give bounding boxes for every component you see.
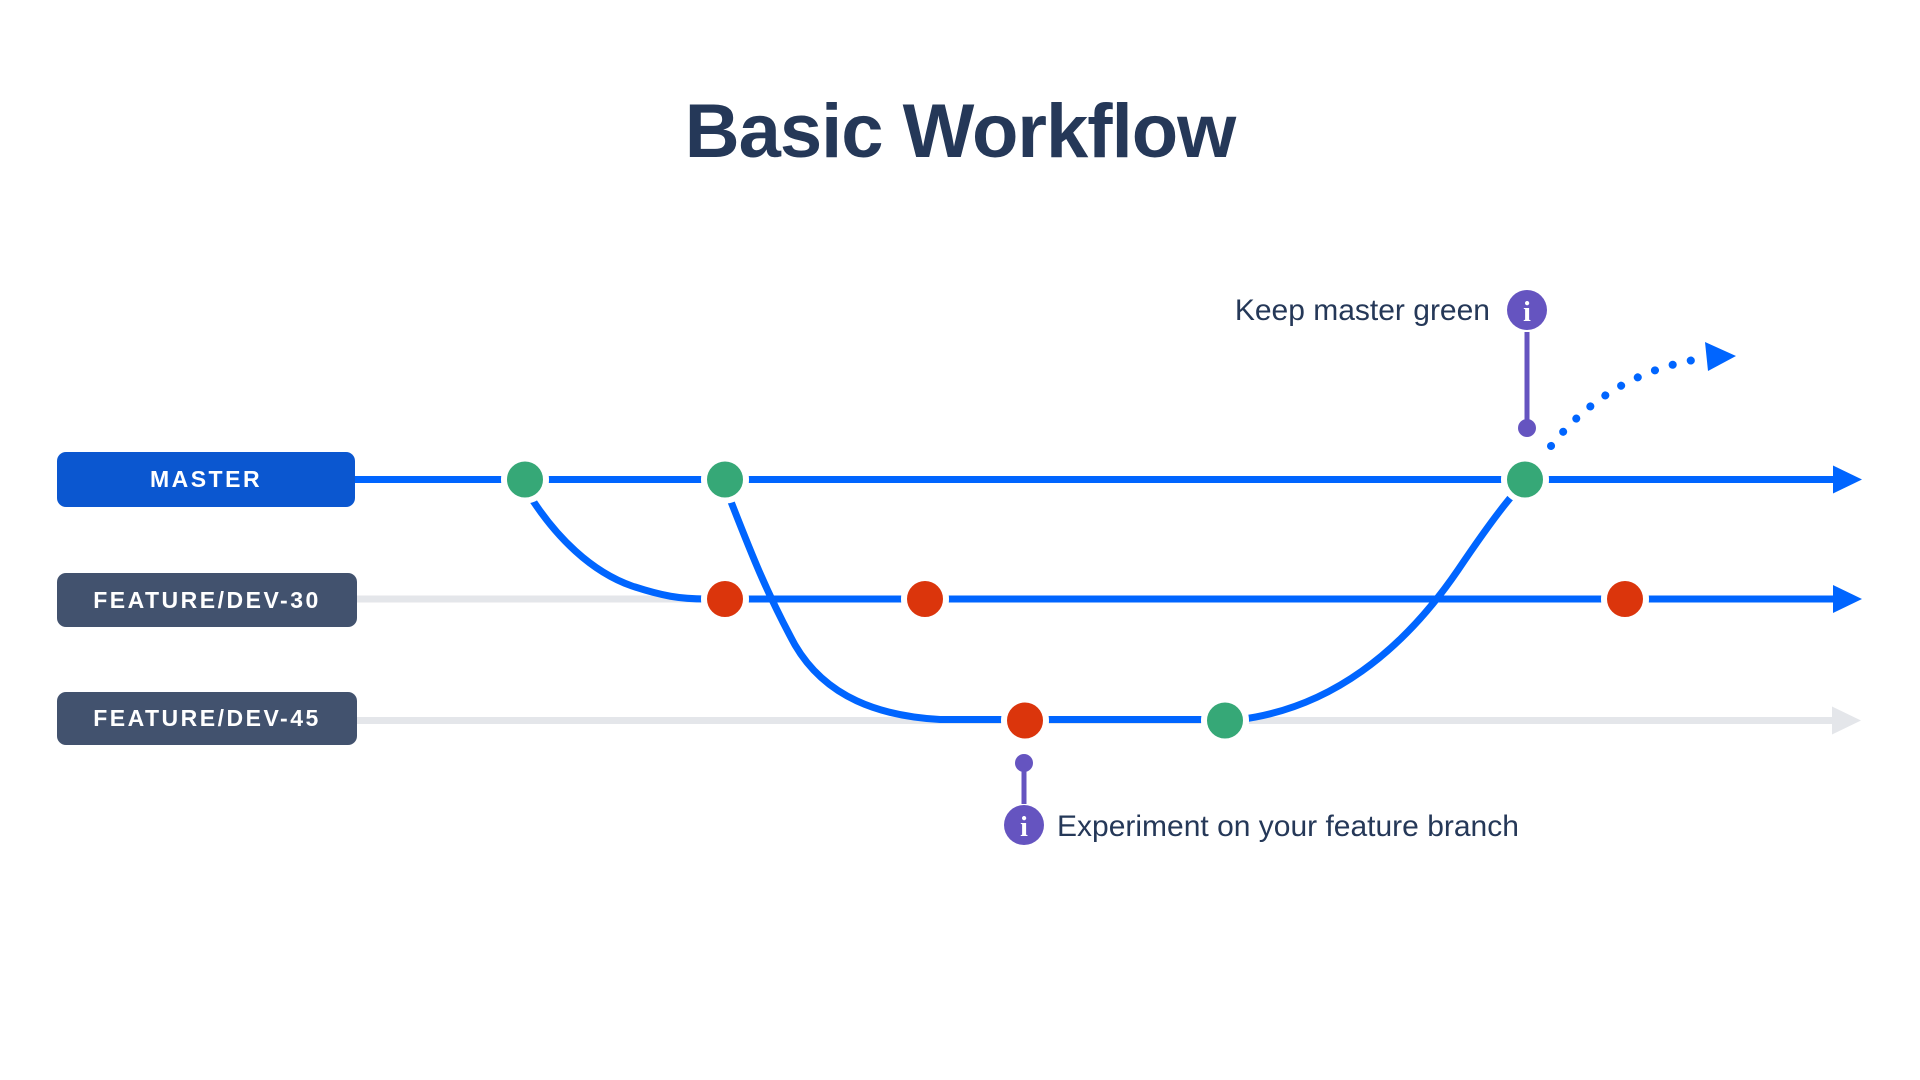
info-icon-circle[interactable] xyxy=(1004,805,1044,845)
branch-badge-feature-dev-45: FEATURE/DEV-45 xyxy=(57,692,357,745)
branch-badge-master: MASTER xyxy=(57,452,355,507)
info-icon[interactable]: i xyxy=(1004,805,1044,845)
top-annotation-stem-dot xyxy=(1518,419,1536,437)
commit-dev30-1-red xyxy=(701,575,749,623)
branch-badge-label: FEATURE/DEV-45 xyxy=(93,705,321,731)
branch-badge-label: MASTER xyxy=(149,466,263,492)
dev45-track-arrow-icon xyxy=(1832,706,1861,735)
annotation-keep-master-green: Keep master green xyxy=(1234,294,1490,327)
commit-dev30-3-red xyxy=(1601,575,1649,623)
future-dotted-arc xyxy=(1547,354,1710,450)
commit-dev45-1-red xyxy=(1001,696,1049,745)
master-arrow-icon xyxy=(1833,465,1862,494)
dev30-arrow-icon xyxy=(1833,585,1862,613)
branch-badge-label: FEATURE/DEV-30 xyxy=(93,586,321,613)
commit-master-3-green xyxy=(1501,455,1549,504)
future-arrow-icon xyxy=(1705,342,1736,371)
branch-curve-dev30 xyxy=(524,489,710,603)
info-icon-glyph: i xyxy=(1020,812,1028,843)
commit-dev45-2-green xyxy=(1201,696,1249,745)
commit-master-1-green xyxy=(501,455,549,504)
page-title: Basic Workflow xyxy=(684,89,1237,174)
annotation-experiment-feature-branch: Experiment on your feature branch xyxy=(1057,810,1519,843)
info-icon[interactable]: i xyxy=(1507,290,1547,330)
info-icon-glyph: i xyxy=(1523,297,1531,328)
branch-curve-dev45-merge xyxy=(724,482,1525,723)
commit-dev30-2-red xyxy=(901,575,949,623)
info-icon-circle[interactable] xyxy=(1507,290,1547,330)
commit-master-2-green xyxy=(701,455,749,504)
branch-badge-feature-dev-30: FEATURE/DEV-30 xyxy=(57,573,357,627)
